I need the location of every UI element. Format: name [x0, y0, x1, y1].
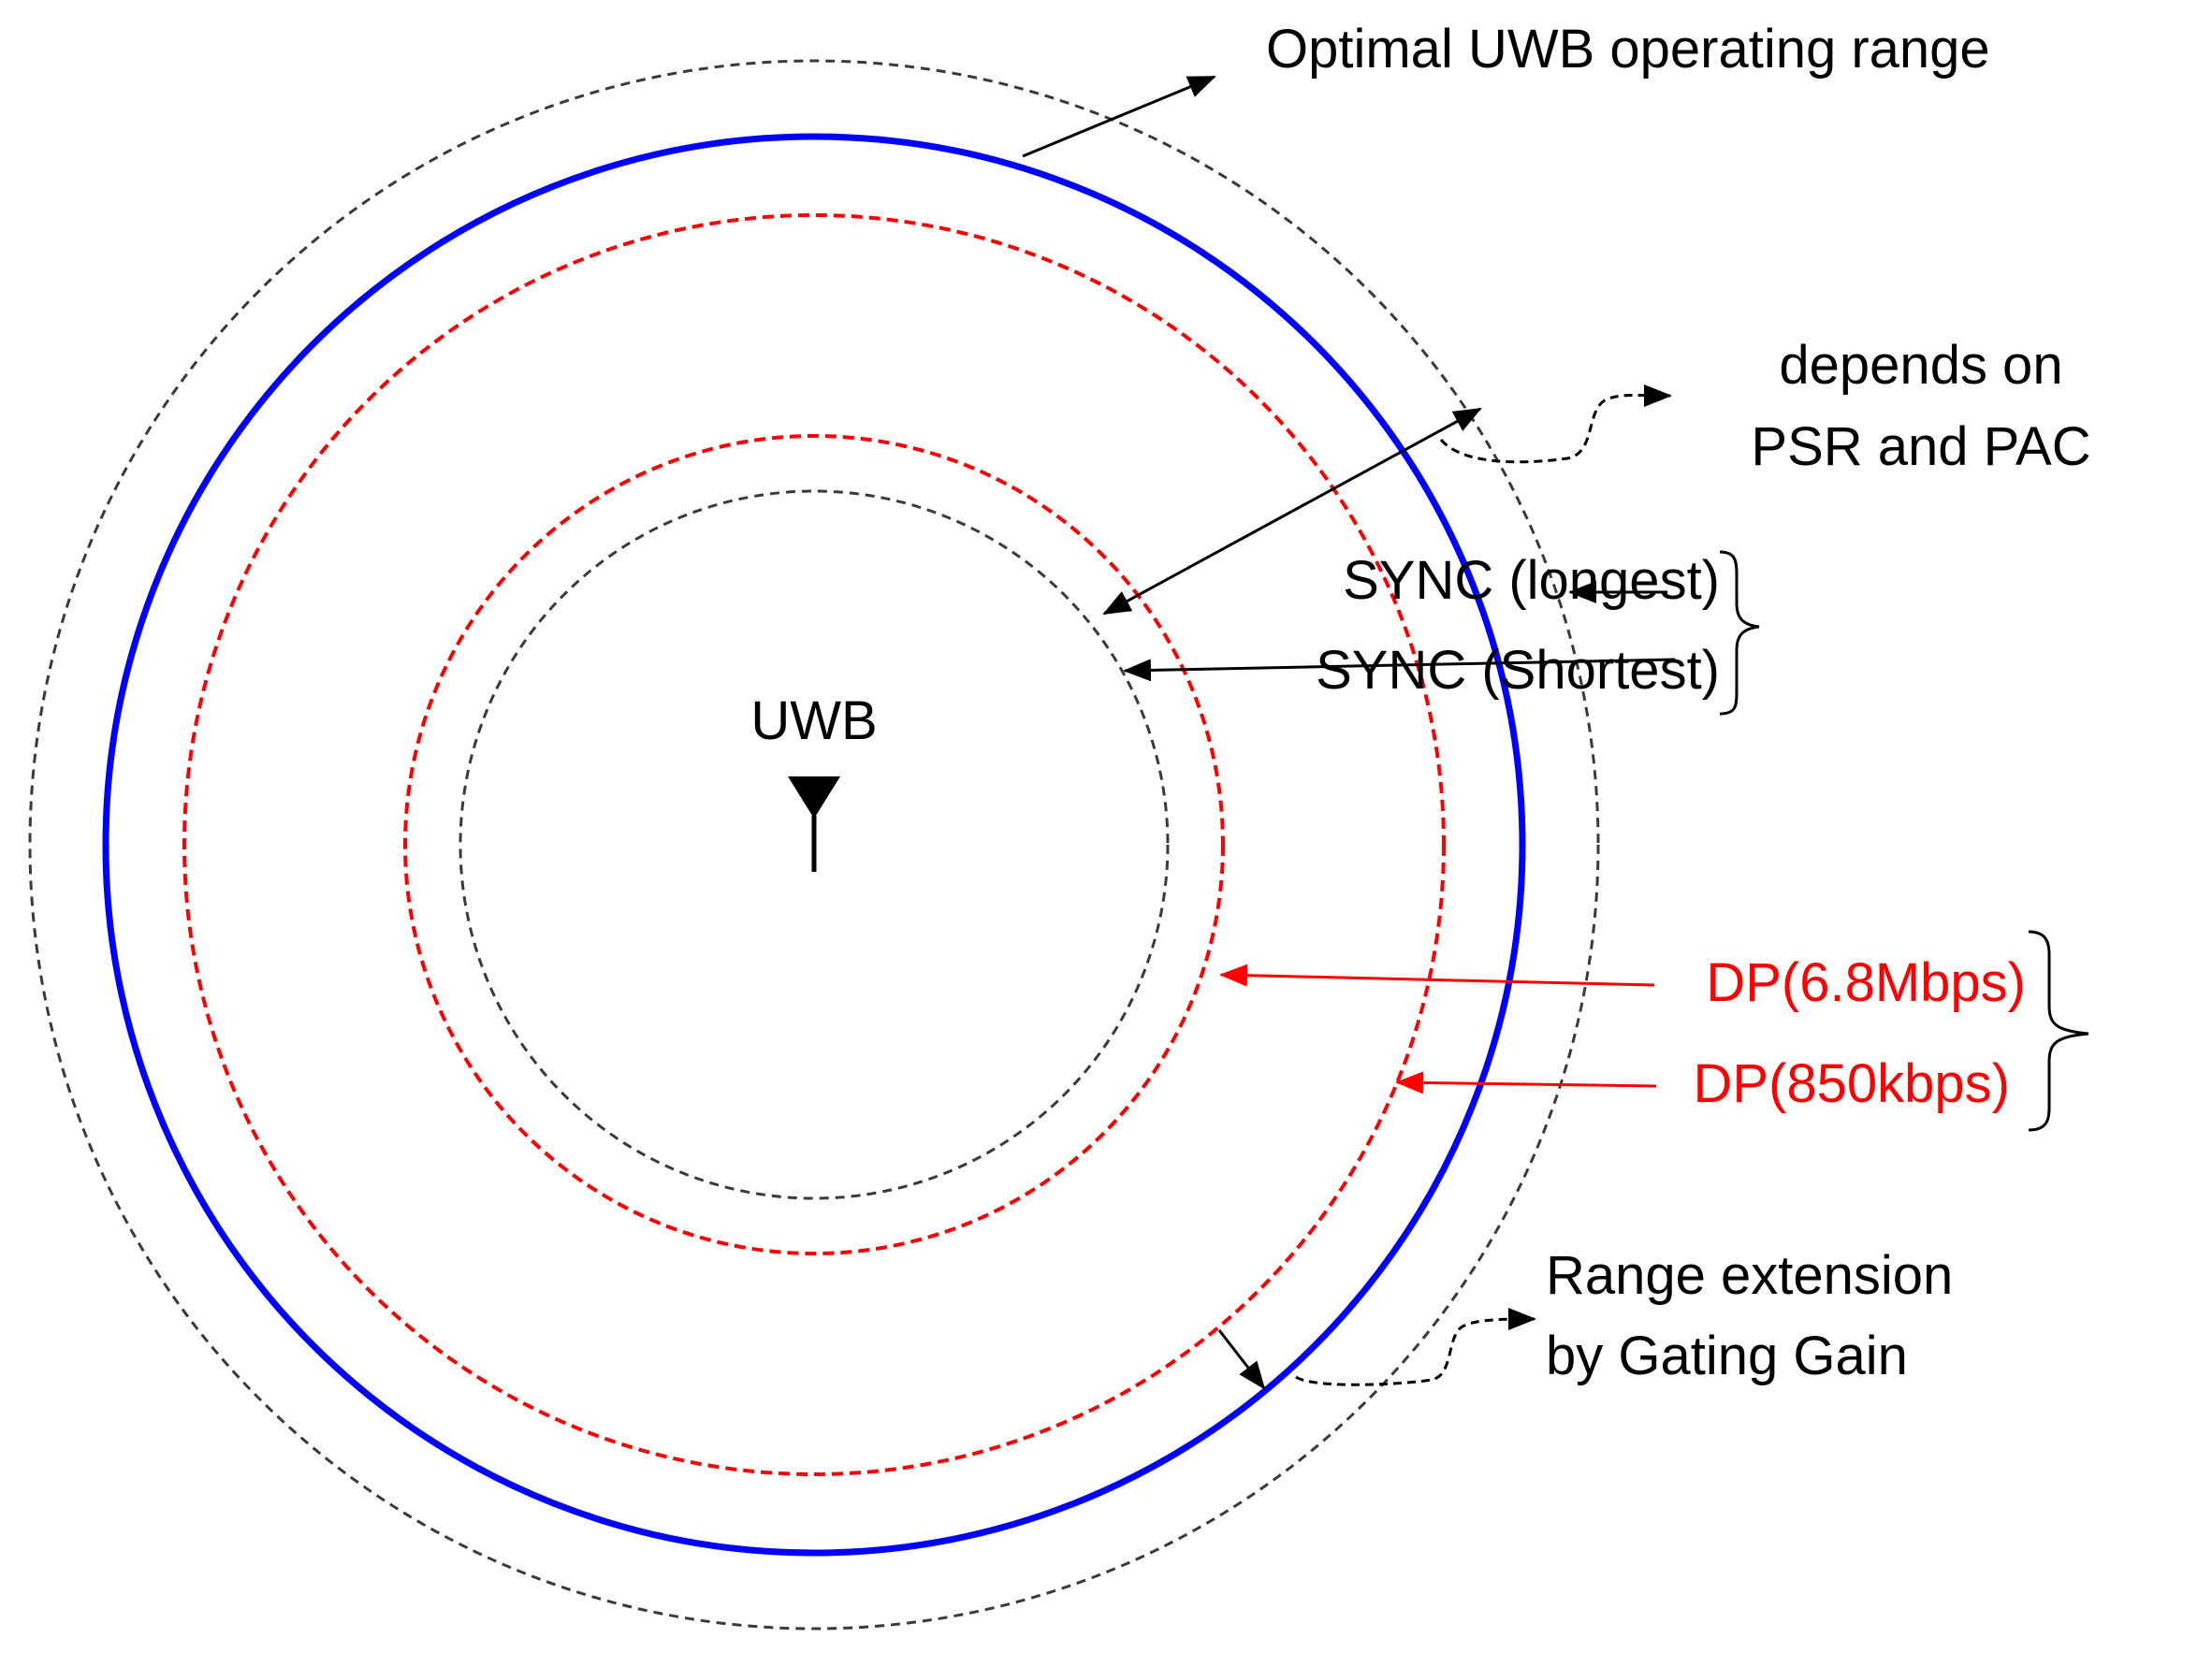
sync-brace — [1719, 550, 1760, 716]
dp-6-8mbps-ring — [403, 434, 1225, 1255]
outer-range-ring — [28, 59, 1600, 1631]
dp-850kbps-ring — [182, 213, 1446, 1476]
dp-850kbps-arrow — [1395, 1071, 1657, 1094]
optimal-range-label: Optimal UWB operating range — [1266, 19, 1990, 80]
dp-6-8mbps-arrow — [1219, 964, 1655, 987]
gating-label-line2: by Gating Gain — [1546, 1326, 1908, 1386]
gating-connector — [1295, 1308, 1536, 1386]
dp-850kbps-label: DP(850kbps) — [1694, 1053, 2010, 1114]
sync-longest-label: SYNC (longest) — [1343, 550, 1720, 611]
sync-shortest-arrow — [1123, 658, 1676, 682]
sync-shortest-label: SYNC (Shortest) — [1316, 640, 1720, 701]
gating-label-line1: Range extension — [1546, 1245, 1953, 1306]
depends-connector — [1439, 384, 1672, 464]
center-label: UWB — [750, 690, 877, 751]
depends-label-line1: depends on — [1779, 335, 2062, 396]
antenna-icon — [788, 776, 840, 872]
gating-gain-arrow — [1217, 1329, 1266, 1390]
optimal-range-ring — [102, 133, 1526, 1557]
dp-6-8mbps-label: DP(6.8Mbps) — [1706, 952, 2026, 1013]
psr-pac-span-arrow — [1102, 407, 1482, 616]
sync-shortest-ring — [458, 489, 1170, 1200]
dp-brace — [2028, 930, 2089, 1132]
optimal-range-arrow — [1022, 75, 1216, 158]
depends-label-line2: PSR and PAC — [1751, 416, 2090, 477]
